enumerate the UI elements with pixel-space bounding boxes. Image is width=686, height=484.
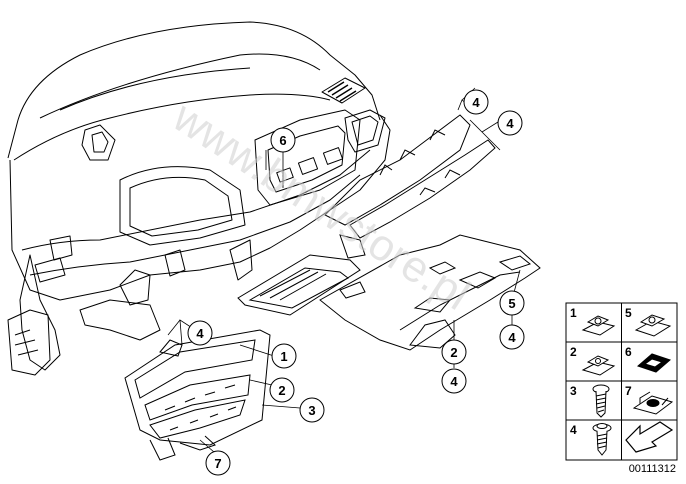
callout-7-label: 7	[214, 456, 221, 471]
leader-lines	[167, 87, 521, 453]
legend-item-1[interactable]: 1	[570, 306, 616, 336]
callout-1[interactable]: 1	[271, 343, 297, 369]
legend-number-5: 5	[625, 306, 632, 320]
callout-1-label: 1	[280, 349, 287, 364]
arrow-pointer-icon	[625, 421, 674, 453]
callout-3-label: 3	[308, 403, 315, 418]
center-console-unit	[124, 329, 271, 461]
watermark-text: www.bmwstore.pl	[164, 92, 479, 320]
callout-4-label: 4	[450, 374, 458, 389]
callout-5-label: 5	[508, 296, 515, 311]
callouts: 6 4 4 4 1 2 3 7	[187, 89, 525, 476]
legend-item-6[interactable]: 6	[625, 345, 671, 373]
callout-2[interactable]: 2	[269, 377, 295, 403]
diagram-id: 00111312	[629, 463, 676, 475]
callout-2-label: 2	[278, 383, 285, 398]
callout-4[interactable]: 4	[187, 320, 213, 346]
legend-number-7: 7	[625, 384, 632, 398]
parts-legend: 1 5 2 6	[565, 302, 678, 461]
upper-trim-panel	[324, 114, 496, 259]
callout-4-label: 4	[508, 330, 516, 345]
legend-number-4: 4	[570, 423, 577, 437]
screw-icon	[592, 384, 610, 418]
callout-4-label: 4	[196, 326, 204, 341]
callout-4-label: 4	[472, 95, 480, 110]
retainer-clip-icon	[632, 391, 674, 415]
callout-2[interactable]: 2	[441, 339, 467, 365]
legend-item-7[interactable]: 7	[625, 384, 674, 415]
callout-3[interactable]: 3	[299, 397, 325, 423]
legend-number-6: 6	[625, 345, 632, 359]
knee-panel	[237, 254, 361, 316]
callout-4[interactable]: 4	[463, 89, 489, 115]
callout-4[interactable]: 4	[499, 324, 525, 350]
clip-nut-wide-icon	[634, 314, 672, 337]
callout-6-label: 6	[279, 133, 286, 148]
callout-4[interactable]: 4	[441, 368, 467, 394]
legend-item-2[interactable]: 2	[570, 345, 616, 376]
legend-item-3[interactable]: 3	[570, 384, 610, 418]
legend-item-4[interactable]: 4	[570, 423, 612, 456]
spring-nut-icon	[581, 355, 616, 376]
legend-item-5[interactable]: 5	[625, 306, 672, 337]
screw-washer-icon	[592, 423, 612, 456]
legend-number-2: 2	[570, 345, 577, 359]
legend-number-1: 1	[570, 306, 577, 320]
lower-cover-panel	[319, 234, 541, 351]
callout-4-label: 4	[506, 116, 514, 131]
callout-4[interactable]: 4	[497, 110, 523, 136]
callout-7[interactable]: 7	[205, 450, 231, 476]
grommet-icon	[637, 353, 671, 373]
dashboard-drawing	[7, 21, 391, 376]
legend-number-3: 3	[570, 384, 577, 398]
callout-5[interactable]: 5	[499, 290, 525, 316]
legend-item-arrow[interactable]	[625, 421, 674, 453]
clip-nut-icon	[581, 315, 616, 336]
callout-2-label: 2	[450, 345, 457, 360]
callout-6[interactable]: 6	[270, 127, 296, 153]
